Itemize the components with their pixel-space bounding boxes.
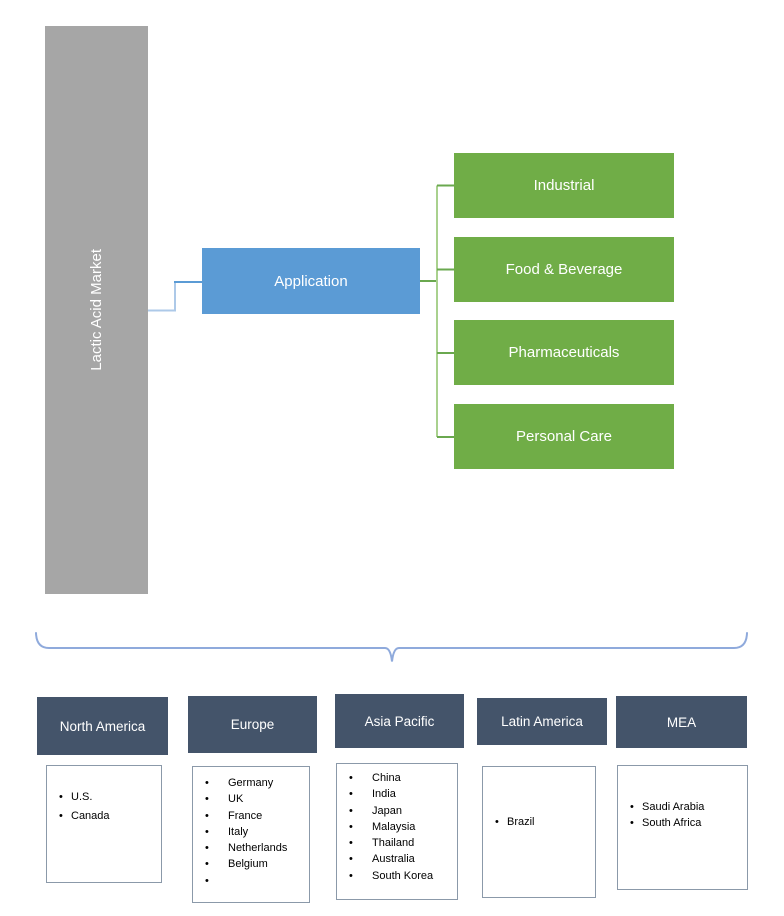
list-item: Canada xyxy=(57,807,157,826)
country-label: Malaysia xyxy=(372,820,416,833)
list-item: Netherlands xyxy=(203,840,305,856)
root-market-bar: Lactic Acid Market xyxy=(45,26,148,594)
regions-brace xyxy=(35,632,748,662)
application-item-industrial: Industrial xyxy=(454,153,674,218)
list-item: Australia xyxy=(347,851,453,867)
list-item: Saudi Arabia xyxy=(628,799,743,815)
country-label: China xyxy=(372,772,401,784)
country-label: Italy xyxy=(228,825,249,838)
country-list-mea: Saudi Arabia South Africa xyxy=(617,765,748,890)
list-item: France xyxy=(203,808,305,824)
list-item: Germany xyxy=(203,775,305,791)
country-label: Japan xyxy=(372,804,402,817)
country-label: U.S. xyxy=(71,791,93,803)
country-list-north-america: U.S. Canada xyxy=(46,765,162,883)
list-item xyxy=(203,873,305,889)
country-label: Thailand xyxy=(372,837,415,850)
country-list-latin-america: Brazil xyxy=(482,766,596,898)
list-item: Belgium xyxy=(203,856,305,872)
country-label: UK xyxy=(228,793,244,806)
region-header-mea: MEA xyxy=(616,696,747,748)
root-market-label: Lactic Acid Market xyxy=(88,249,105,371)
country-label: South Korea xyxy=(372,869,434,882)
country-label: India xyxy=(372,788,396,801)
country-label: Belgium xyxy=(228,858,268,871)
country-label: France xyxy=(228,809,263,822)
application-item-food-beverage: Food & Beverage xyxy=(454,237,674,302)
country-label: Netherlands xyxy=(228,842,288,855)
application-item-pharmaceuticals: Pharmaceuticals xyxy=(454,320,674,385)
connector-root-to-application-step xyxy=(147,282,176,312)
region-header-asia-pacific: Asia Pacific xyxy=(335,694,464,748)
country-label: Saudi Arabia xyxy=(642,801,705,813)
country-label: Brazil xyxy=(507,816,535,828)
list-item: Japan xyxy=(347,803,453,819)
list-item: Thailand xyxy=(347,835,453,851)
list-item: Brazil xyxy=(493,814,591,830)
list-item: UK xyxy=(203,791,305,807)
country-list-europe: Germany UK France Italy Netherlands Belg… xyxy=(192,766,310,903)
region-header-north-america: North America xyxy=(37,697,168,755)
list-item: U.S. xyxy=(57,788,157,807)
application-item-personal-care: Personal Care xyxy=(454,404,674,469)
region-header-latin-america: Latin America xyxy=(477,698,607,745)
list-item: India xyxy=(347,786,453,802)
list-item: Italy xyxy=(203,824,305,840)
list-item: South Africa xyxy=(628,815,743,831)
list-item: China xyxy=(347,770,453,786)
list-item: South Korea xyxy=(347,868,453,884)
country-list-asia-pacific: China India Japan Malaysia Thailand Aust… xyxy=(336,763,458,900)
country-label: Australia xyxy=(372,853,415,866)
country-label: South Africa xyxy=(642,817,702,830)
country-label: Canada xyxy=(71,810,110,822)
list-item: Malaysia xyxy=(347,819,453,835)
segment-application-box: Application xyxy=(202,248,420,314)
country-label: Germany xyxy=(228,777,274,789)
region-header-europe: Europe xyxy=(188,696,317,753)
